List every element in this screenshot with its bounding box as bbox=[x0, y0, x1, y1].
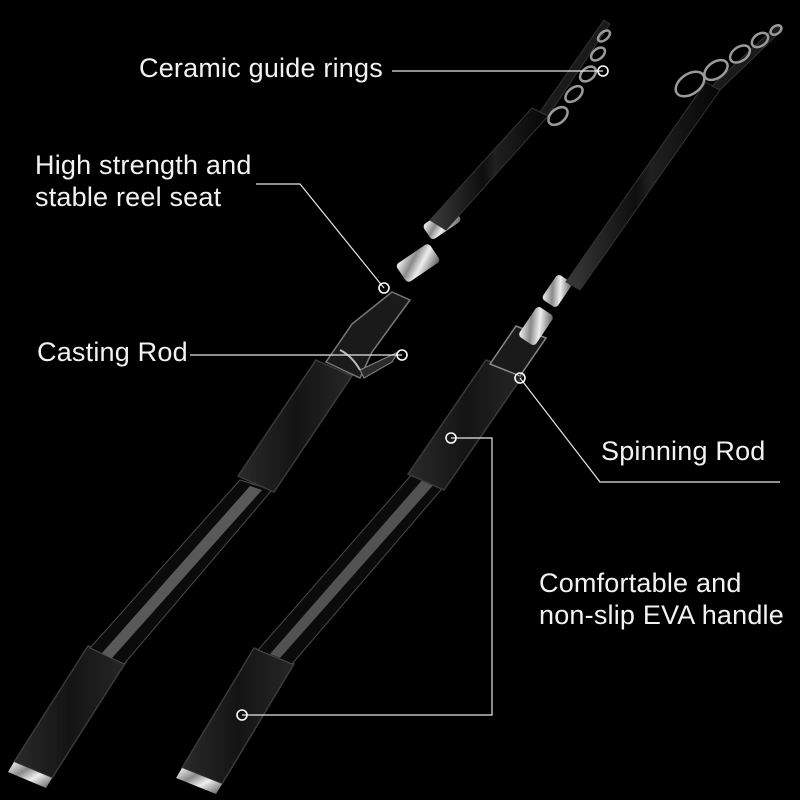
eva-fore-dot bbox=[445, 432, 457, 444]
spinning-rod-dot bbox=[514, 372, 526, 384]
casting-rod-label: Casting Rod bbox=[37, 337, 188, 367]
reel-seat-label-line-2: stable reel seat bbox=[35, 182, 222, 212]
eva-handle-label: Comfortable and non-slip EVA handle bbox=[539, 567, 784, 631]
guide-rings-label: Ceramic guide rings bbox=[139, 53, 383, 83]
reel-seat-leader bbox=[256, 183, 385, 289]
reel-seat-dot bbox=[378, 282, 390, 294]
casting-reel-seat bbox=[324, 291, 412, 380]
spinning-rod bbox=[176, 23, 783, 794]
casting-rod bbox=[8, 19, 612, 788]
casting-fore-grip bbox=[236, 359, 354, 493]
casting-hood-ring bbox=[396, 244, 440, 282]
spinning-rod-label: Spinning Rod bbox=[601, 436, 766, 466]
guide-rings-dot bbox=[597, 65, 609, 77]
spinning-upper-blank bbox=[565, 81, 721, 291]
eva-butt-dot bbox=[236, 709, 248, 721]
spinning-fore-grip bbox=[406, 359, 526, 491]
casting-guide-rings bbox=[547, 29, 612, 127]
casting-upper-blank bbox=[429, 107, 549, 231]
casting-rod-dot bbox=[396, 349, 408, 361]
eva-handle-label-line-2: non-slip EVA handle bbox=[539, 600, 784, 630]
reel-seat-label-line-1: High strength and bbox=[35, 150, 252, 180]
callout-dots bbox=[236, 65, 609, 721]
casting-butt-grip bbox=[12, 645, 128, 779]
eva-handle-label-line-1: Comfortable and bbox=[539, 568, 742, 598]
callout-lines bbox=[190, 70, 780, 716]
eva-handle-leader bbox=[242, 437, 493, 716]
spinning-butt-grip bbox=[180, 647, 296, 785]
reel-seat-label: High strength and stable reel seat bbox=[35, 149, 252, 213]
spinning-guide-rings bbox=[674, 23, 783, 98]
spinning-rod-leader bbox=[519, 377, 780, 483]
